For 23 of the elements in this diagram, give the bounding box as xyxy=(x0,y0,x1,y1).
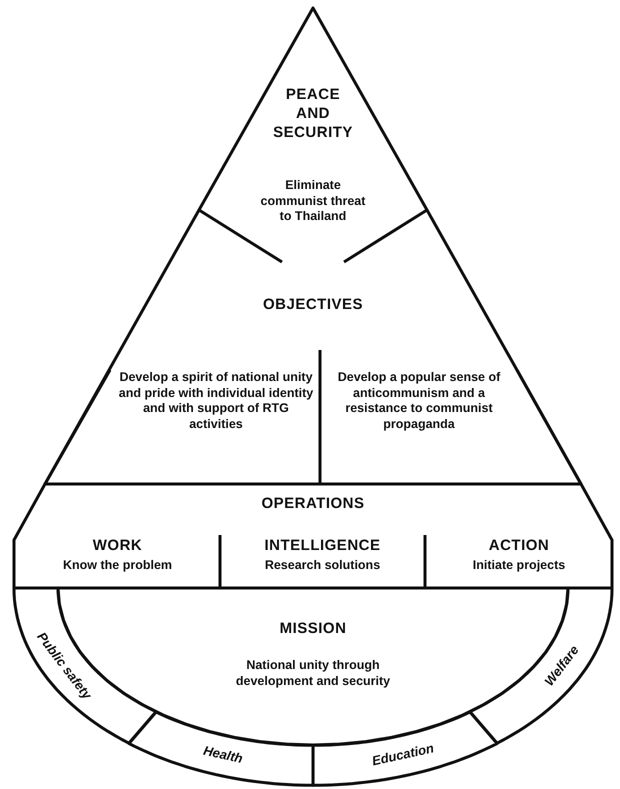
section-text: Develop a popular sense of anticommunism and a resistance to communist propaganda xyxy=(336,370,502,432)
section-heading: OBJECTIVES xyxy=(262,296,364,315)
section-text: Develop a spirit of national unity and pride with individual identity and with support of RTG activities xyxy=(118,370,314,432)
ring-segment xyxy=(126,710,315,787)
section-text: Initiate projects xyxy=(472,558,566,574)
ring-segment xyxy=(468,586,614,746)
section-text: Know the problem xyxy=(62,558,174,574)
section-heading: ACTION xyxy=(488,537,550,556)
ring-segment xyxy=(12,586,158,746)
section-text: Eliminate communist threat to Thailand xyxy=(260,178,366,225)
section-text: National unity through development and security xyxy=(234,658,392,690)
section-heading: INTELLIGENCE xyxy=(263,537,382,556)
section-heading: MISSION xyxy=(278,620,348,639)
segment-label: Education xyxy=(370,740,436,770)
section-heading: WORK xyxy=(92,537,144,556)
segment-label: Health xyxy=(202,743,244,768)
operation-section xyxy=(423,533,614,590)
apex-section xyxy=(197,6,429,264)
section-heading: PEACE AND SECURITY xyxy=(272,86,354,142)
operations-band xyxy=(12,482,614,590)
ring-segment xyxy=(311,710,500,787)
section-text: Research solutions xyxy=(264,558,382,574)
section-heading: OPERATIONS xyxy=(260,495,366,514)
